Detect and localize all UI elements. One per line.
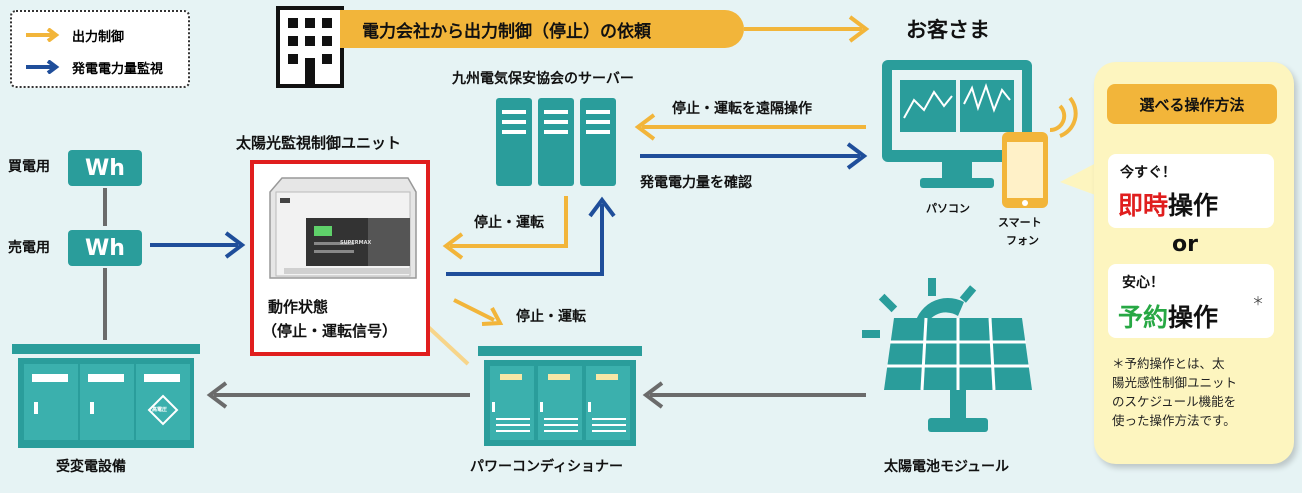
building-icon (276, 6, 344, 88)
arrow-server-to-unit (442, 196, 568, 260)
arrow-unit-to-server (446, 196, 616, 276)
power-conditioner-label: パワーコンディショナー (470, 459, 624, 475)
options-callout (1094, 62, 1294, 464)
orange-arrow-icon (26, 28, 60, 42)
legend-label-output-control: 出力制御 (72, 29, 125, 45)
pc-monitor-icon (882, 60, 1032, 188)
immediate-black-text: 操作 (1168, 191, 1219, 220)
callout-pointer (1060, 162, 1098, 196)
device-brand-text: SUPERMAX (340, 240, 372, 246)
control-unit-device (269, 177, 417, 279)
smartphone-label-1: スマート (998, 216, 1042, 229)
sell-meter: Wh (68, 230, 142, 266)
buy-meter: Wh (68, 150, 142, 186)
legend-box: 出力制御 発電電力量監視 (10, 10, 190, 88)
note-line-1: ＊予約操作とは、太 (1112, 356, 1225, 371)
legend-label-generation-monitoring: 発電電力量監視 (72, 61, 164, 77)
scheduled-option-box (1108, 264, 1274, 338)
substation-label: 受変電設備 (56, 459, 126, 475)
buy-meter-label: 買電用 (8, 159, 50, 175)
substation-badge: 高電圧 (152, 407, 168, 413)
unit-status-line2: （停止・運転信号） (262, 322, 398, 340)
label-stop-run-lower: 停止・運転 (516, 309, 586, 325)
scheduled-note: ＊予約操作とは、太 陽光感性制御ユニット のスケジュール機能を 使った操作方法で… (1112, 354, 1237, 430)
customer-title: お客さま (906, 18, 990, 42)
or-text: or (1172, 232, 1198, 257)
arrow-remote-operation (634, 113, 866, 141)
unit-title: 太陽光監視制御ユニット (236, 134, 402, 152)
pc-label: パソコン (926, 202, 970, 215)
scheduled-option-label: 予約操作 (1118, 298, 1218, 334)
arrow-confirm-generation (640, 142, 868, 170)
request-banner-text: 電力会社から出力制御（停止）の依頼 (362, 21, 651, 42)
smartphone-icon (1002, 132, 1048, 208)
scheduled-asterisk: ＊ (1252, 294, 1265, 308)
immediate-red-text: 即時 (1118, 191, 1169, 220)
blue-arrow-icon (26, 60, 60, 74)
smartphone-label-2: フォン (1006, 234, 1039, 247)
power-conditioner-icon (478, 346, 642, 446)
arrow-solar-to-pcs (642, 381, 866, 409)
sell-meter-unit: Wh (85, 235, 125, 261)
signal-waves-icon (1049, 96, 1078, 138)
note-line-3: のスケジュール機能を (1112, 394, 1237, 409)
server-icon (496, 98, 616, 186)
options-title-text: 選べる操作方法 (1139, 95, 1245, 114)
request-banner: 電力会社から出力制御（停止）の依頼 (340, 10, 744, 48)
server-label: 九州電気保安協会のサーバー (452, 71, 634, 87)
immediate-caption: 今すぐ！ (1120, 165, 1176, 181)
label-remote-operation: 停止・運転を遠隔操作 (672, 101, 812, 117)
sell-meter-label: 売電用 (8, 240, 50, 256)
legend-item-generation-monitoring: 発電電力量監視 (24, 56, 163, 78)
solar-module-label: 太陽電池モジュール (884, 459, 1010, 475)
scheduled-black-text: 操作 (1168, 303, 1219, 332)
arrow-banner-to-customer (744, 15, 870, 43)
label-confirm-generation: 発電電力量を確認 (640, 175, 752, 191)
arrow-meter-to-unit (150, 231, 246, 259)
immediate-option-box (1108, 154, 1274, 228)
solar-module-icon (862, 278, 1032, 432)
arrow-unit-to-pcs (453, 298, 504, 326)
label-stop-run-left: 停止・運転 (474, 215, 544, 231)
immediate-option-label: 即時操作 (1118, 186, 1218, 222)
scheduled-green-text: 予約 (1118, 303, 1169, 332)
scheduled-caption: 安心！ (1122, 275, 1164, 291)
arrow-pcs-to-substation (206, 381, 470, 409)
substation-icon (12, 344, 200, 448)
note-line-4: 使った操作方法です。 (1112, 413, 1236, 428)
buy-meter-unit: Wh (85, 155, 125, 181)
note-line-2: 陽光感性制御ユニット (1112, 375, 1238, 390)
legend-item-output-control: 出力制御 (24, 24, 124, 46)
unit-status-line1: 動作状態 (268, 298, 329, 316)
options-title: 選べる操作方法 (1107, 84, 1277, 124)
